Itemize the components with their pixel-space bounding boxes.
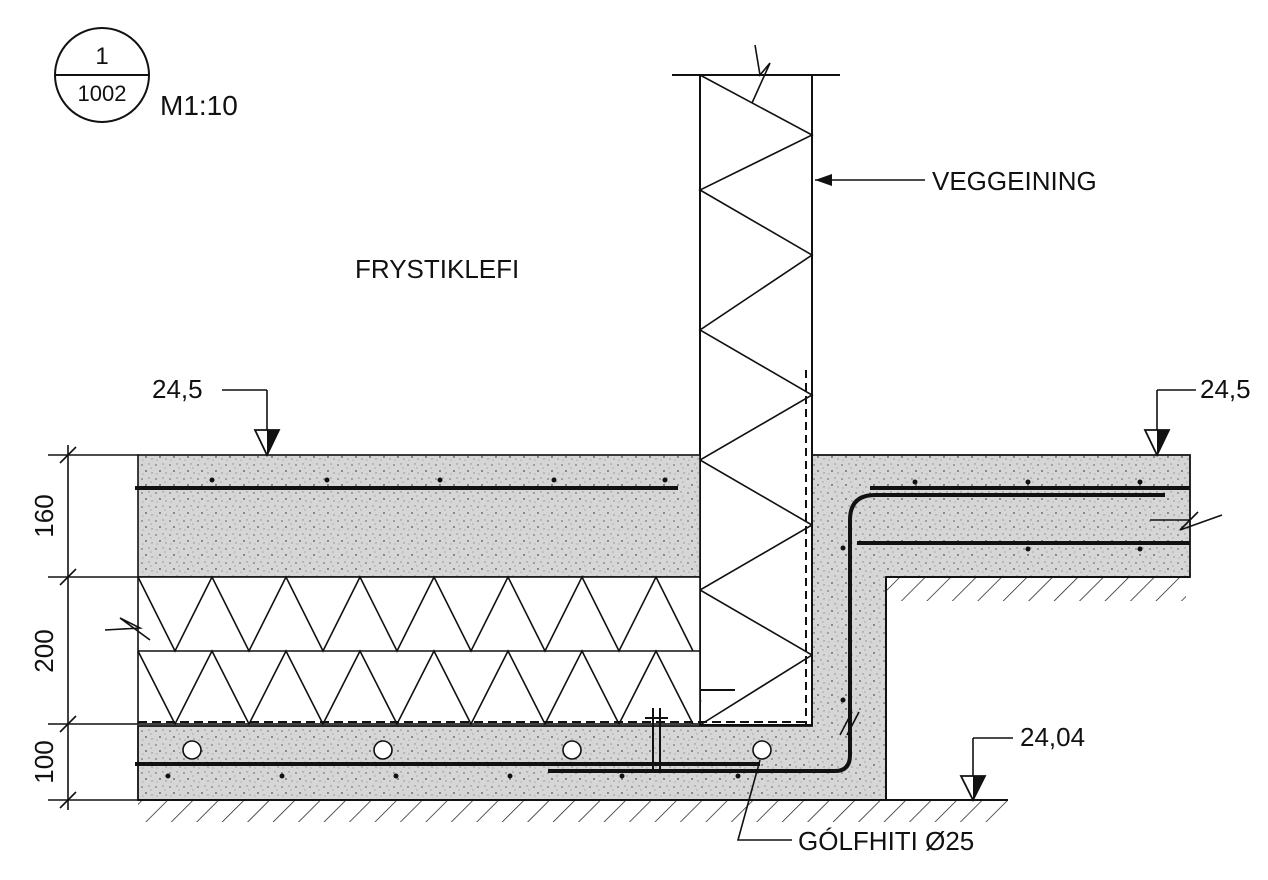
dimension-line xyxy=(48,445,138,810)
wall-label-leader xyxy=(815,174,925,186)
left-floor-slab xyxy=(135,454,701,578)
wall-label: VEGGEINING xyxy=(932,166,1097,196)
level-marker-left xyxy=(222,389,281,458)
detail-number: 1 xyxy=(95,43,108,70)
level-right-value: 24,5 xyxy=(1200,374,1251,404)
level-marker-bottom xyxy=(959,737,1013,803)
dimension-200: 200 xyxy=(29,629,59,672)
ground-hatching xyxy=(138,576,1190,822)
level-left-value: 24,5 xyxy=(152,374,203,404)
dimension-160: 160 xyxy=(29,494,59,537)
scale-label: M1:10 xyxy=(160,90,238,121)
level-marker-right xyxy=(1143,389,1196,458)
dimension-100: 100 xyxy=(29,740,59,783)
room-label: FRYSTIKLEFI xyxy=(355,254,519,284)
floor-heating-leader xyxy=(736,759,792,841)
detail-sheet-number: 1002 xyxy=(78,81,127,106)
floor-insulation xyxy=(104,575,810,726)
floor-heating-label: GÓLFHITI Ø25 xyxy=(798,826,974,856)
level-bottom-value: 24,04 xyxy=(1020,722,1085,752)
detail-marker: 1 1002 xyxy=(54,27,150,123)
